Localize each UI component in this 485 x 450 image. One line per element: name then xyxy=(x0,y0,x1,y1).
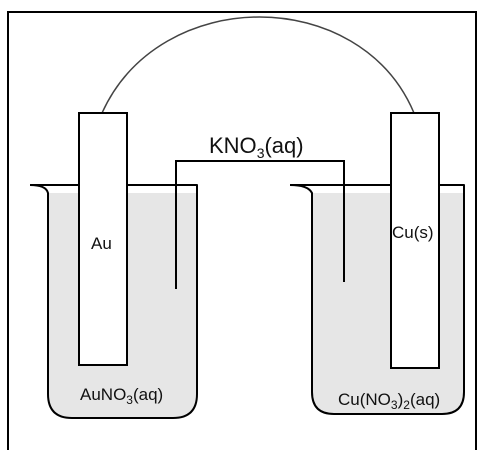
left-electrode xyxy=(78,112,128,366)
right-beaker xyxy=(289,184,465,415)
salt-bridge-label: KNO3(aq) xyxy=(209,133,304,161)
diagram-frame xyxy=(7,11,477,450)
right-electrode xyxy=(390,112,440,369)
right-solution-label: Cu(NO3)2(aq) xyxy=(338,390,440,412)
salt-bridge xyxy=(175,160,345,289)
left-electrode-label: Au xyxy=(91,234,112,253)
right-beaker-solution xyxy=(312,193,464,414)
left-solution-label: AuNO3(aq) xyxy=(80,385,163,407)
right-electrode-label: Cu(s) xyxy=(392,223,434,242)
left-beaker xyxy=(29,184,198,419)
external-wire xyxy=(101,16,415,114)
